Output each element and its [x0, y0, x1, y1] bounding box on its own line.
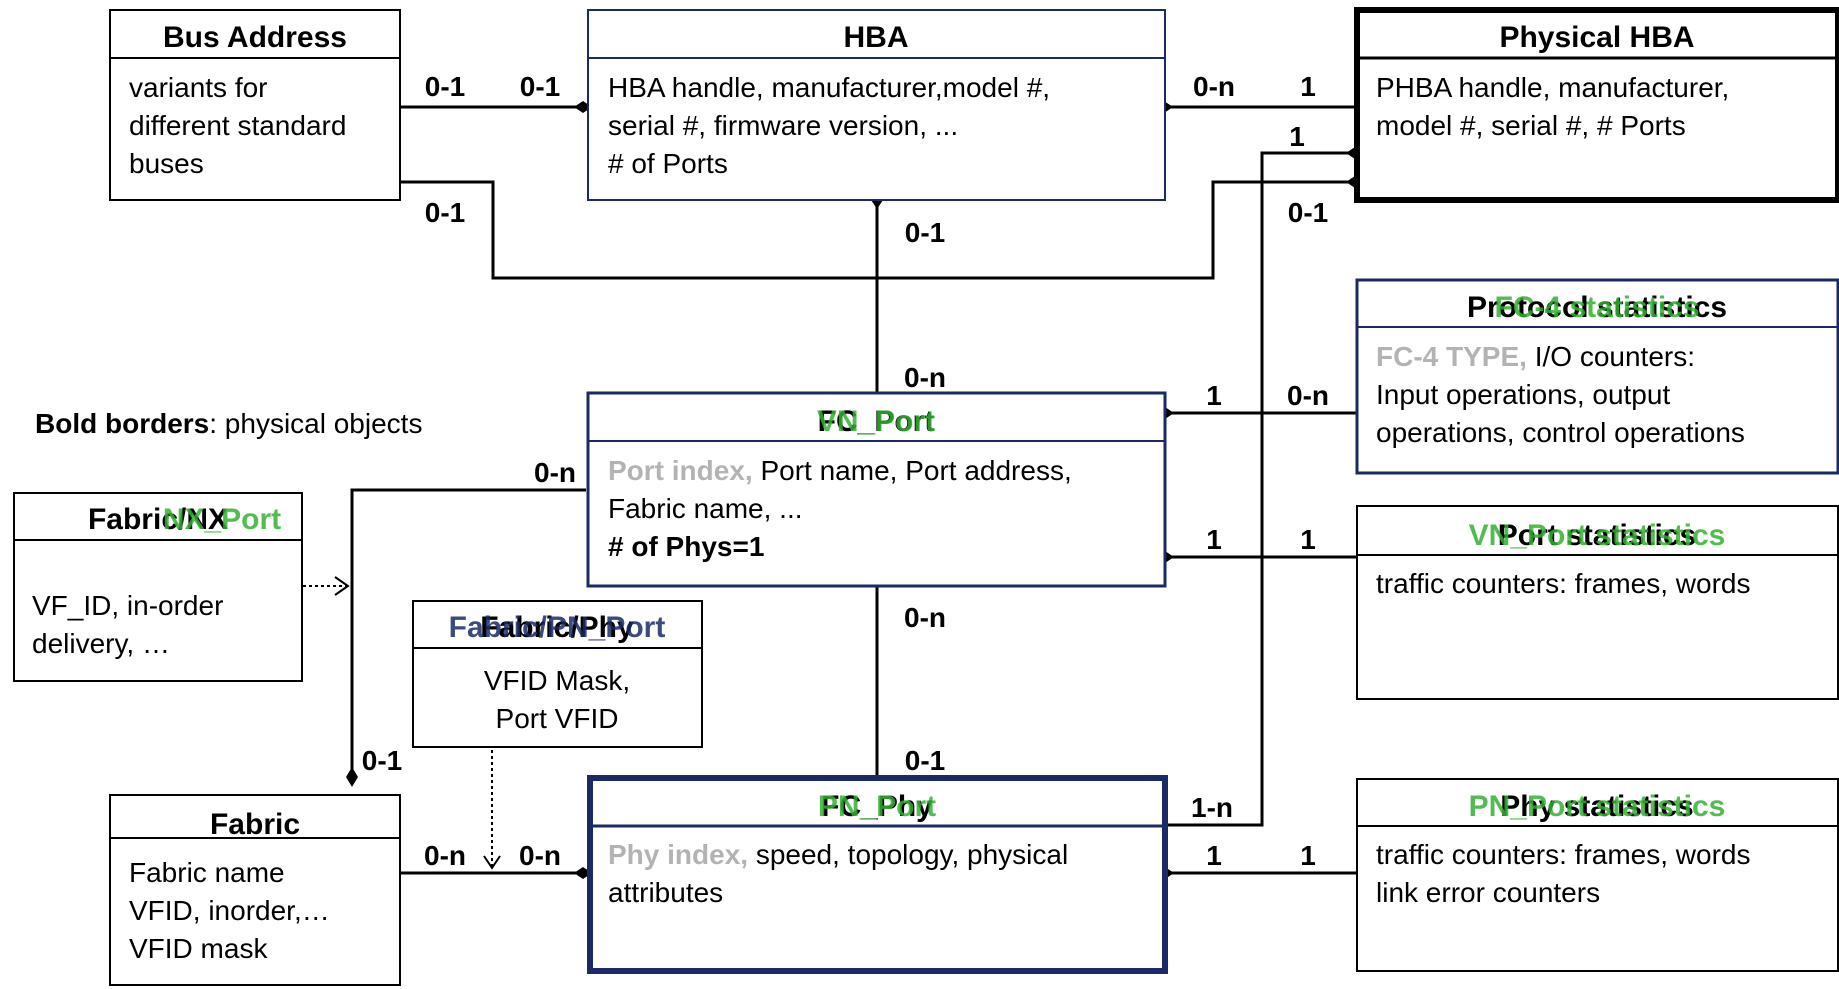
bus-address-line-2: different standard: [129, 110, 346, 141]
protocol-statistics-title: Protocol statistics: [1467, 291, 1727, 324]
physical-hba-line-2: model #, serial #, # Ports: [1376, 110, 1686, 141]
card-bus-lower: 0-1: [425, 197, 465, 228]
nx-port-overlay: NX_Port: [163, 503, 281, 536]
hba-line-1: HBA handle, manufacturer,model #,: [608, 72, 1050, 103]
box-fc-port: FC_Port VN_Port Port index, Port name, P…: [586, 391, 1167, 588]
vn-port-statistics-title: VN_Port statistics: [1469, 519, 1726, 552]
pn-port-arrowhead: [483, 855, 501, 870]
physical-hba-line-1: PHBA handle, manufacturer,: [1376, 72, 1729, 103]
phy-phba-line: [1165, 151, 1360, 827]
pn-port-title: PN_Port: [818, 790, 936, 823]
fc4-type-prefix: FC-4 TYPE,: [1376, 341, 1527, 372]
bus-address-line-1: variants for: [129, 72, 268, 103]
card-phba-side: 1: [1289, 121, 1305, 152]
box-fabric-pn-port: Fabric/Phy Fabric/PN_Port VFID Mask, Por…: [412, 600, 703, 748]
legend-rest: : physical objects: [209, 408, 422, 439]
card-phba-lower: 0-1: [1288, 197, 1328, 228]
card-nx-port: 0-n: [534, 457, 576, 488]
fabric-pn-port-line-1: VFID Mask,: [484, 665, 630, 696]
phy-statistics-line-2: link error counters: [1376, 877, 1600, 908]
fabric-pn-port-line-2: Port VFID: [496, 703, 619, 734]
card-port-stats-right: 1: [1300, 524, 1316, 555]
nx-port-fabric-line: [350, 488, 586, 778]
card-port-proto-right: 0-n: [1287, 380, 1329, 411]
card-fabric-phy-left: 0-n: [424, 840, 466, 871]
bus-phba-line: [400, 180, 1360, 280]
fabric-nx-port-line-1: VF_ID, in-order: [32, 590, 223, 621]
fabric-line-3: VFID mask: [129, 933, 268, 964]
physical-hba-title: Physical HBA: [1499, 21, 1694, 54]
card-phy-stats-right: 1: [1300, 840, 1316, 871]
hba-line-2: serial #, firmware version, ...: [608, 110, 958, 141]
io-counters: I/O counters:: [1527, 341, 1695, 372]
phy-statistics-line-1: traffic counters: frames, words: [1376, 839, 1751, 870]
box-phy-statistics: Phy statistics PN_Port statistics traffi…: [1356, 778, 1839, 972]
card-port-stats-left: 1: [1206, 524, 1222, 555]
fc-port-line-2: Fabric name, ...: [608, 493, 803, 524]
fabric-nx-port-line-2: delivery, …: [32, 628, 170, 659]
nx-port-arrowhead: [334, 576, 350, 596]
cardinality-labels: 0-1 0-1 0-n 1 1 0-1 0-1 0-1 0-n 1 0-n 1 …: [362, 71, 1329, 871]
card-hba-phba-left: 0-n: [1193, 71, 1235, 102]
fabric-pn-port-title: Fabric/PN_Port: [449, 611, 666, 644]
box-fc-phy: FC_Phy PN_Port Phy index, speed, topolog…: [587, 775, 1168, 974]
box-hba: HBA HBA handle, manufacturer,model #, se…: [587, 9, 1166, 201]
legend-bold: Bold borders: [35, 408, 209, 439]
box-fabric-nx-port: Fabric/NX NX_Port VF_ID, in-order delive…: [13, 492, 303, 682]
pn-port-statistics-title: PN_Port statistics: [1469, 790, 1726, 823]
connectors: [350, 105, 1360, 875]
card-bus-hba-right: 0-1: [520, 71, 560, 102]
box-physical-hba: Physical HBA PHBA handle, manufacturer, …: [1354, 7, 1839, 203]
box-protocol-statistics: Protocol statistics FC-4 statistics FC-4…: [1355, 278, 1839, 475]
fabric-phy-title: Fabric/Phy: [480, 611, 634, 644]
fc-phy-title: FC_Phy: [821, 790, 933, 823]
card-phy-phba: 1-n: [1191, 792, 1233, 823]
fc4-statistics-title: FC-4 statistics: [1494, 291, 1699, 324]
protocol-line-3: operations, control operations: [1376, 417, 1745, 448]
card-phy-stats-left: 1: [1206, 840, 1222, 871]
card-phy-up: 0-1: [905, 745, 945, 776]
port-statistics-title: Port statistics: [1498, 519, 1696, 552]
card-port-down: 0-n: [904, 602, 946, 633]
fc-phy-line-1: Phy index, speed, topology, physical: [608, 839, 1068, 870]
fabric-line-2: VFID, inorder,…: [129, 895, 330, 926]
legend-note: Bold borders: physical objects: [35, 408, 422, 439]
card-port-up: 0-n: [904, 362, 946, 393]
card-fabric-up: 0-1: [362, 745, 402, 776]
bus-address-title: Bus Address: [163, 21, 347, 54]
fabric-title: Fabric: [210, 808, 300, 841]
fc-port-title: FC_Port: [818, 405, 935, 438]
hba-title: HBA: [844, 21, 909, 54]
vn-port-title: VN_Port: [817, 405, 935, 438]
box-bus-address: Bus Address variants for different stand…: [109, 9, 401, 201]
fc-port-line-3: # of Phys=1: [608, 531, 764, 562]
phy-index-prefix: Phy index,: [608, 839, 748, 870]
fc-phy-line-2: attributes: [608, 877, 723, 908]
diamond-fabric-top: [346, 767, 358, 787]
box-port-statistics: Port statistics VN_Port statistics traff…: [1356, 505, 1839, 700]
port-statistics-line-1: traffic counters: frames, words: [1376, 568, 1751, 599]
protocol-line-2: Input operations, output: [1376, 379, 1670, 410]
bus-address-line-3: buses: [129, 148, 204, 179]
phy-statistics-title: Phy statistics: [1500, 790, 1693, 823]
card-hba-phba-right: 1: [1300, 71, 1316, 102]
port-index-prefix: Port index,: [608, 455, 753, 486]
dotted-connectors: [303, 585, 493, 866]
fabric-line-1: Fabric name: [129, 857, 285, 888]
card-fabric-phy-right: 0-n: [519, 840, 561, 871]
hba-line-3: # of Ports: [608, 148, 728, 179]
card-port-proto-left: 1: [1206, 380, 1222, 411]
arrow-heads: [334, 576, 501, 870]
fc-port-line-1: Port index, Port name, Port address,: [608, 455, 1072, 486]
card-bus-hba-left: 0-1: [425, 71, 465, 102]
fabric-nx-port-title: Fabric/NX: [88, 503, 228, 536]
protocol-line-1: FC-4 TYPE, I/O counters:: [1376, 341, 1695, 372]
box-fabric: Fabric Fabric name VFID, inorder,… VFID …: [109, 794, 401, 986]
card-hba-down: 0-1: [905, 217, 945, 248]
